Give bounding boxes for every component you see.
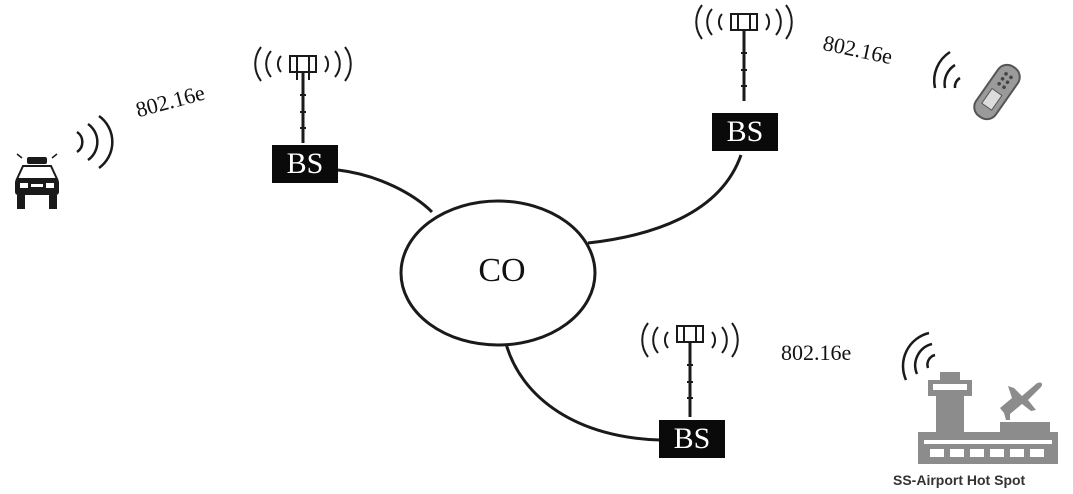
signal-waves-icon	[641, 322, 739, 358]
mobile-phone-icon	[973, 63, 1021, 121]
signal-waves-icon	[901, 331, 936, 381]
signal-waves-icon	[76, 114, 114, 170]
antenna-icon	[289, 55, 317, 143]
link-co-bs-right	[587, 154, 743, 245]
police-car-icon	[15, 153, 59, 209]
link-co-bs-left	[337, 168, 434, 214]
antenna-icon	[676, 325, 704, 417]
antenna-icon	[730, 13, 758, 101]
central-office-label: CO	[478, 252, 526, 289]
base-station-bottom: BS	[659, 420, 725, 458]
central-office-node	[399, 199, 597, 347]
airport-icon	[918, 372, 1058, 464]
base-station-left: BS	[272, 145, 338, 183]
airport-caption: SS-Airport Hot Spot	[893, 472, 1026, 488]
signal-waves-icon	[933, 50, 961, 89]
signal-waves-icon	[254, 46, 352, 82]
link-co-bs-bottom	[503, 339, 661, 442]
base-station-right: BS	[712, 113, 778, 151]
signal-waves-icon	[695, 4, 793, 40]
link-label-bottom: 802.16e	[781, 340, 852, 365]
